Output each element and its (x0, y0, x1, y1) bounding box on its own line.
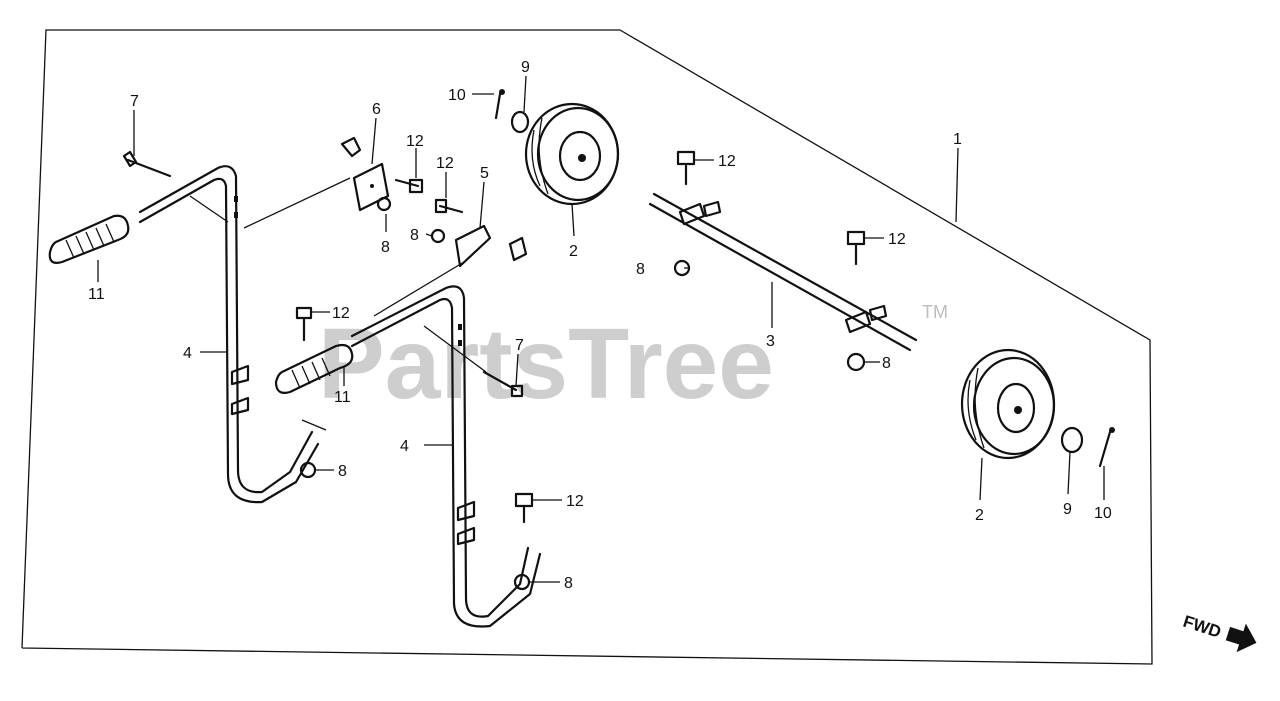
bracket-5 (454, 224, 528, 268)
wheel-right (960, 348, 1056, 460)
bolt-12-f (846, 230, 866, 266)
callout-8-a: 8 (381, 239, 390, 256)
washer-9-right (1060, 426, 1084, 454)
callout-5: 5 (480, 165, 489, 182)
handle-grip-left (48, 214, 130, 264)
bolt-12-a (394, 178, 424, 194)
bolt-12-d (514, 492, 534, 524)
handle-grip-right (274, 343, 354, 394)
bracket-6 (340, 136, 390, 212)
callout-8-e: 8 (636, 261, 645, 278)
assembly-frame (21, 29, 1153, 665)
callout-12-a: 12 (406, 133, 424, 150)
wheel-left (524, 102, 620, 206)
callout-12-c: 12 (718, 153, 736, 170)
callout-2-left: 2 (569, 243, 578, 260)
handle-bar-right (350, 285, 542, 628)
callout-leaders (97, 75, 1105, 583)
washer-9-left (510, 110, 530, 134)
pin-10-left (494, 89, 505, 120)
callout-11-right: 11 (334, 389, 351, 406)
callout-8-f: 8 (882, 355, 891, 372)
callout-10-left: 10 (448, 87, 466, 104)
leader-grip-11 (189, 195, 229, 223)
callout-12-e: 12 (332, 305, 350, 322)
watermark-text: PartsTree (318, 308, 774, 420)
forward-label: FWD (1181, 612, 1224, 642)
callout-7-right: 7 (515, 337, 524, 354)
bolt-12-e (676, 150, 696, 186)
nut-8-b (430, 228, 446, 244)
bolt-12-b (434, 198, 464, 214)
bolt-7-left (122, 150, 172, 178)
callout-12-d: 12 (888, 231, 906, 248)
callout-2-right: 2 (975, 507, 984, 524)
pin-10-right (1098, 427, 1115, 468)
bolt-12-c (295, 306, 313, 342)
forward-direction-indicator: FWD (1181, 612, 1257, 653)
nut-8-a (376, 196, 392, 212)
forward-arrow-icon (1225, 623, 1257, 653)
callout-12-f: 12 (566, 493, 584, 510)
axle (648, 192, 918, 352)
nut-8-f (846, 352, 866, 372)
callout-10-right: 10 (1094, 505, 1112, 522)
bolt-7-right (482, 370, 524, 398)
callout-11-left: 11 (88, 286, 105, 303)
callout-8-d: 8 (564, 575, 573, 592)
callout-1: 1 (953, 131, 962, 148)
callout-6: 6 (372, 101, 381, 118)
callout-8-b: 8 (410, 227, 419, 244)
leader-bolt-7 (423, 325, 487, 373)
callout-9-left: 9 (521, 59, 530, 76)
callout-7-left: 7 (130, 93, 139, 110)
leader-bracket-5 (373, 261, 465, 317)
nut-8-c (299, 461, 317, 479)
callout-3: 3 (766, 333, 775, 350)
callout-8-c: 8 (338, 463, 347, 480)
callout-4-right: 4 (400, 438, 409, 455)
callout-12-b: 12 (436, 155, 454, 172)
callout-4-left: 4 (183, 345, 192, 362)
handle-bar-left (138, 165, 327, 504)
callout-9-right: 9 (1063, 501, 1072, 518)
nut-8-d (513, 573, 531, 591)
watermark-tm: TM (922, 302, 948, 322)
leader-bracket-6 (243, 177, 351, 229)
